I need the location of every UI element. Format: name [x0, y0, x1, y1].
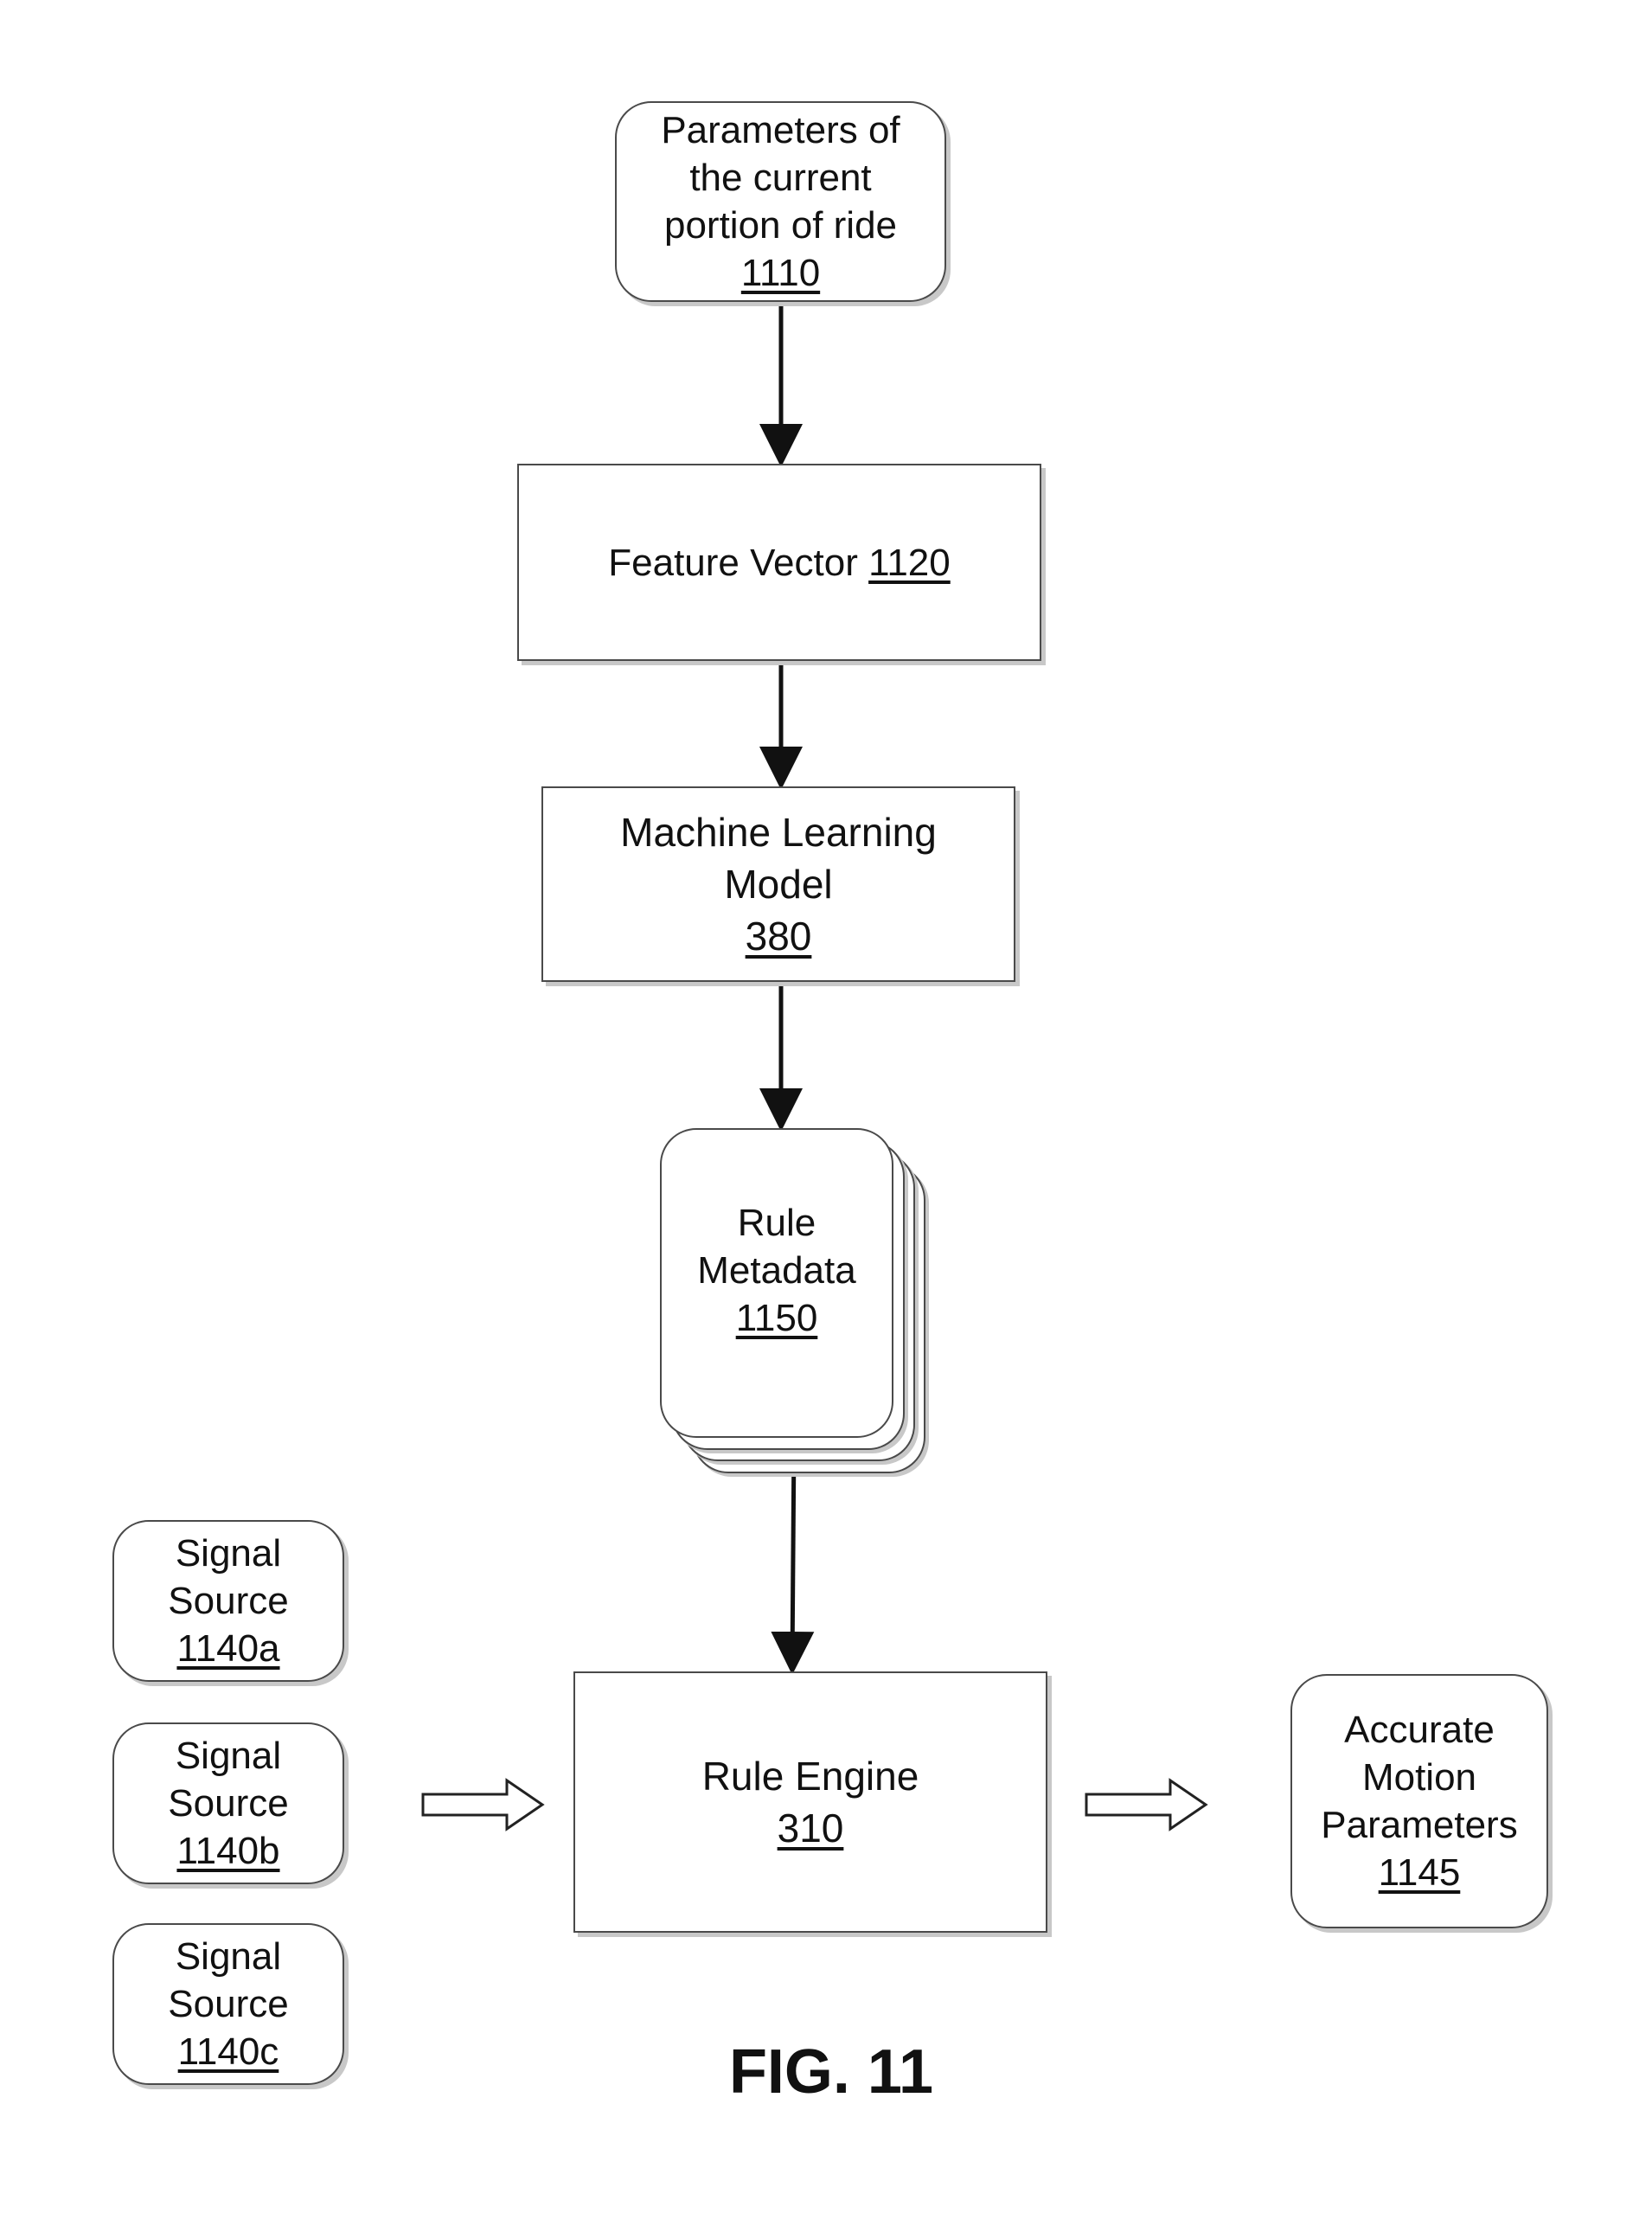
node-reference-number: 1140b	[176, 1830, 279, 1872]
feature-vector-node: Feature Vector 1120	[517, 464, 1041, 661]
rule-engine-node: Rule Engine 310	[573, 1671, 1047, 1933]
node-label-line: Parameters of	[661, 106, 900, 154]
node-label-line: Source	[168, 1577, 288, 1625]
figure-caption: FIG. 11	[0, 2033, 1652, 2111]
accurate-motion-parameters-node: Accurate Motion Parameters 1145	[1290, 1674, 1548, 1928]
node-reference-number: 1110	[741, 252, 820, 294]
node-reference-number: 310	[778, 1806, 844, 1851]
node-label-line: the current	[661, 154, 900, 202]
node-label-line: Signal	[168, 1933, 288, 1980]
node-label-line: Model	[620, 858, 937, 910]
node-reference-number: 1145	[1379, 1851, 1461, 1894]
node-label-line: Signal	[168, 1530, 288, 1577]
node-label-line: Parameters	[1321, 1801, 1517, 1849]
node-label-line: Source	[168, 1980, 288, 2028]
ride-parameters-node: Parameters of the current portion of rid…	[615, 101, 946, 302]
node-label-line: portion of ride	[661, 202, 900, 249]
node-label-line: Signal	[168, 1732, 288, 1780]
signal-source-node: Signal Source 1140b	[112, 1722, 344, 1884]
node-label-line: Rule Engine	[702, 1750, 919, 1802]
node-reference-number: 1150	[736, 1297, 818, 1339]
node-label-line: Rule	[697, 1199, 855, 1247]
hollow-arrow-right-icon	[1086, 1780, 1206, 1829]
signal-source-node: Signal Source 1140a	[112, 1520, 344, 1682]
node-reference-number: 1120	[868, 542, 951, 584]
node-label-line: Accurate	[1321, 1706, 1517, 1754]
node-reference-number: 1140a	[176, 1627, 279, 1670]
machine-learning-model-node: Machine Learning Model 380	[541, 786, 1015, 982]
node-label-line: Motion	[1321, 1754, 1517, 1801]
node-label: Feature Vector	[608, 542, 858, 584]
rule-metadata-node: Rule Metadata 1150	[660, 1128, 893, 1438]
node-label-line: Metadata	[697, 1247, 855, 1294]
hollow-arrow-right-icon	[423, 1780, 542, 1829]
node-label-line: Machine Learning	[620, 806, 937, 858]
arrow-metadata-to-engine	[792, 1440, 794, 1666]
node-reference-number: 380	[746, 914, 812, 959]
node-label-line: Source	[168, 1780, 288, 1827]
